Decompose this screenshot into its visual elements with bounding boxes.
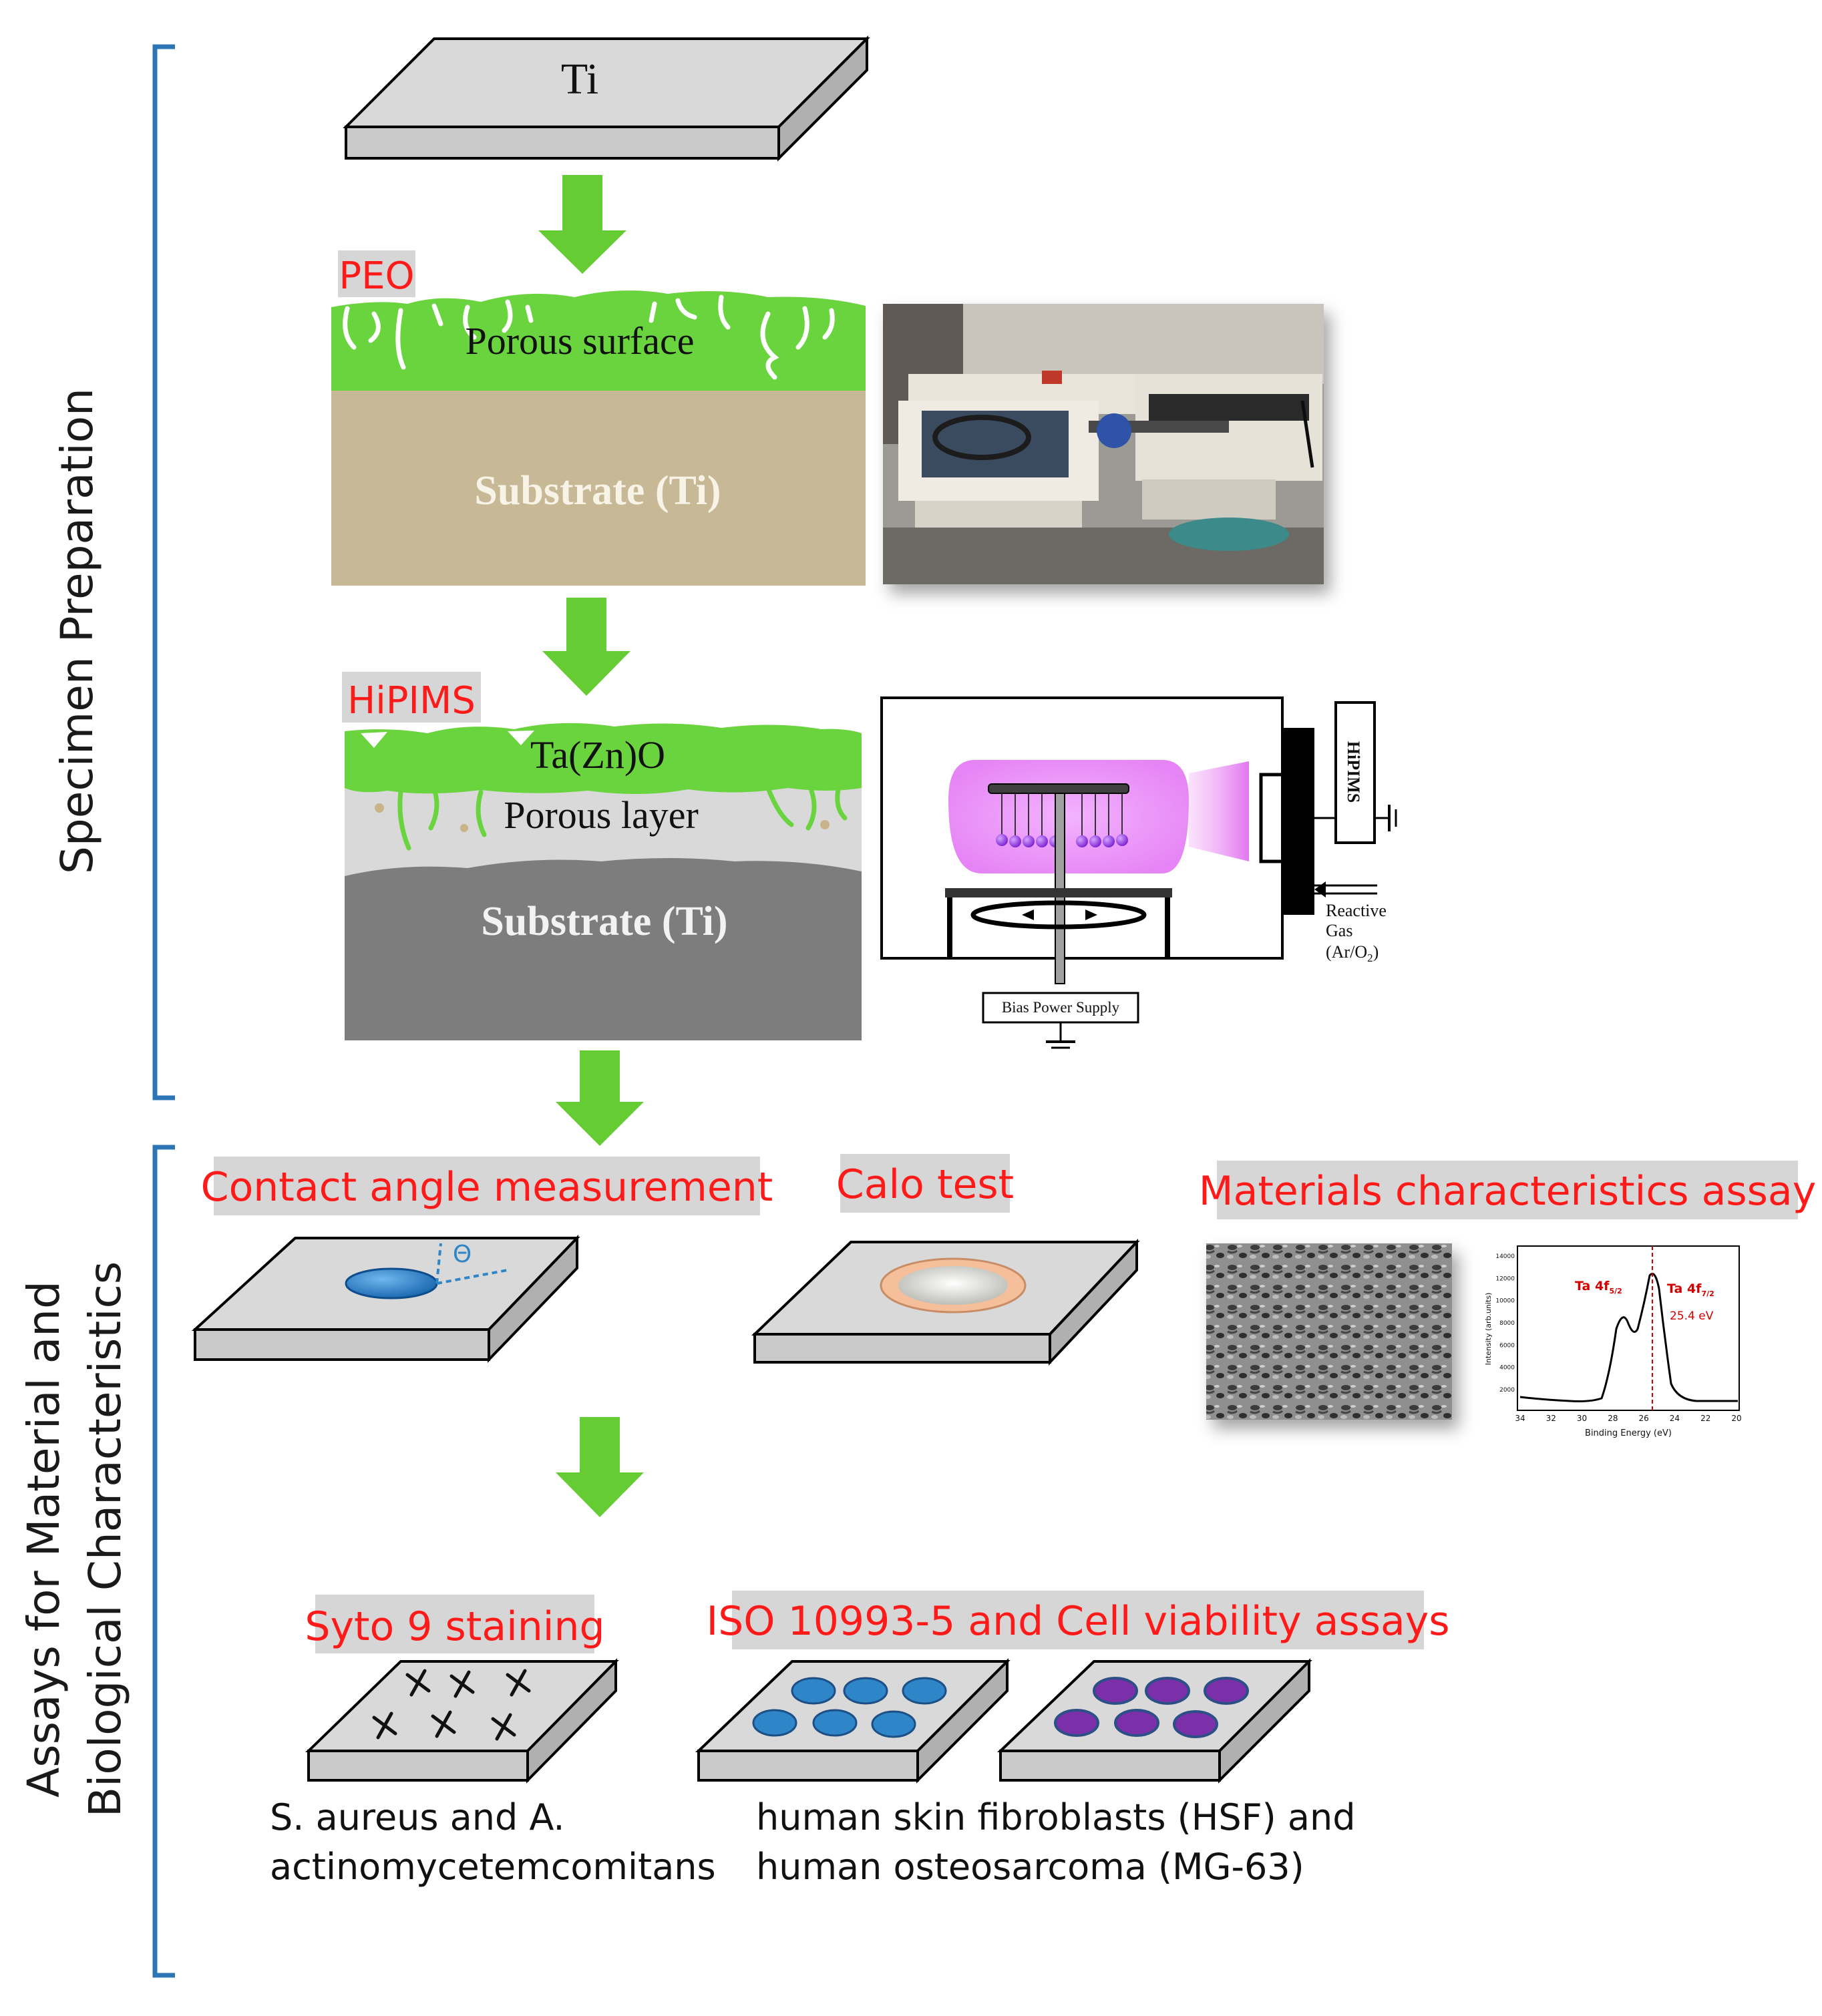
sem-micrograph	[1206, 1243, 1452, 1420]
peo-tag: PEO	[339, 254, 414, 298]
calo-title: Calo test	[836, 1161, 1014, 1208]
iso-caption-line2: human osteosarcoma (MG-63)	[756, 1846, 1304, 1888]
ti-label: Ti	[561, 55, 598, 104]
hipims-tag: HiPIMS	[347, 679, 476, 723]
calo-crater-inner	[898, 1266, 1008, 1305]
xps-x-tick-label: 30	[1577, 1414, 1587, 1423]
xps-ylabel: Intensity (arb.units)	[1484, 1293, 1493, 1366]
arrow-down-1	[538, 175, 626, 274]
syto-plate	[305, 1658, 619, 1784]
xps-y-tick-label: 6000	[1499, 1342, 1515, 1349]
gas-label-line1: Reactive	[1326, 901, 1387, 920]
xps-y-tick-label: 2000	[1499, 1387, 1515, 1394]
specimen-bracket	[152, 44, 175, 1100]
hipims-coating-label: Ta(Zn)O	[530, 733, 665, 777]
syto-title-bg	[315, 1595, 594, 1653]
hipims-substrate-label: Substrate (Ti)	[481, 899, 727, 944]
contact-angle-title-bg	[214, 1157, 760, 1215]
contact-angle-plate: Θ	[191, 1235, 580, 1363]
bias-power-label: Bias Power Supply	[1002, 999, 1120, 1016]
arrow-down-3	[556, 1050, 644, 1146]
xps-y-tick-label: 8000	[1499, 1320, 1515, 1327]
xps-y-tick-label: 4000	[1499, 1365, 1515, 1372]
section-label-assays-line1: Assays for Material and	[18, 1281, 69, 1798]
peo-substrate-label: Substrate (Ti)	[474, 468, 721, 514]
xps-curve	[1519, 1273, 1738, 1402]
contact-angle-symbol: Θ	[453, 1241, 472, 1268]
hipims-porous-label: Porous layer	[504, 793, 699, 837]
peo-porous-label: Porous surface	[465, 319, 694, 363]
water-droplet	[345, 1267, 438, 1299]
hsf-well-plate	[695, 1658, 1011, 1784]
xps-y-tick-label: 10000	[1495, 1298, 1515, 1305]
mg63-well-plate	[997, 1658, 1312, 1784]
xps-y-ticks: 14000 12000 10000 8000 6000 4000 2000	[1495, 1253, 1515, 1394]
xps-y-tick-label: 14000	[1495, 1253, 1515, 1260]
peo-tag-bg	[338, 250, 415, 297]
xps-x-tick-label: 26	[1639, 1414, 1649, 1423]
arrow-down-4	[556, 1417, 644, 1517]
iso-title: ISO 10993-5 and Cell viability assays	[707, 1598, 1450, 1645]
xps-xlabel: Binding Energy (eV)	[1585, 1428, 1672, 1438]
xps-energy-label: 25.4 eV	[1670, 1309, 1714, 1323]
xps-peak1-label: Ta 4f5/2	[1575, 1279, 1622, 1295]
iso-caption-line1: human skin fibroblasts (HSF) and	[756, 1796, 1356, 1838]
assays-bracket	[152, 1145, 175, 1978]
blue-cell-wells	[752, 1677, 947, 1738]
gas-label-line2: Gas	[1326, 921, 1352, 940]
xps-x-tick-label: 34	[1515, 1414, 1525, 1423]
xps-x-tick-label: 20	[1731, 1414, 1741, 1423]
xps-x-tick-label: 28	[1608, 1414, 1618, 1423]
xps-spectrum: 14000 12000 10000 8000 6000 4000 2000 34 32 30 28…	[1484, 1245, 1742, 1438]
peo-apparatus-photo	[883, 304, 1324, 584]
ti-plate: Ti	[343, 35, 870, 162]
xps-x-tick-label: 32	[1546, 1414, 1556, 1423]
hipims-tag-bg	[342, 672, 481, 723]
gas-label-line3: (Ar/O2)	[1326, 942, 1379, 964]
plasma-beam	[1189, 761, 1249, 861]
hipims-apparatus-schematic: HiPIMS Reactive Gas (Ar/O2) Bias Power S…	[880, 696, 1397, 1049]
hipims-source-label: HiPIMS	[1344, 741, 1363, 803]
materials-title-bg	[1217, 1161, 1798, 1219]
xps-peak2-label: Ta 4f7/2	[1667, 1281, 1714, 1298]
xps-x-tick-label: 24	[1670, 1414, 1680, 1423]
contact-angle-title: Contact angle measurement	[201, 1164, 773, 1211]
xps-y-tick-label: 12000	[1495, 1275, 1515, 1282]
purple-cell-wells	[1054, 1677, 1249, 1738]
calo-title-bg	[840, 1154, 1010, 1213]
syto-caption-line2: actinomycetemcomitans	[270, 1846, 716, 1888]
bacteria-cross-marks	[372, 1669, 531, 1741]
iso-title-bg	[732, 1591, 1424, 1649]
materials-title: Materials characteristics assay	[1199, 1168, 1816, 1215]
peo-cross-section: Porous surface Substrate (Ti)	[331, 290, 866, 586]
syto-title: Syto 9 staining	[305, 1603, 604, 1650]
section-label-specimen: Specimen Preparation	[51, 388, 103, 874]
hipims-cross-section: Ta(Zn)O Porous layer Substrate (Ti)	[345, 723, 862, 1040]
arrow-down-2	[542, 598, 630, 696]
calo-plate	[751, 1238, 1140, 1366]
xps-x-ticks: 34 32 30 28 26 24 22 20	[1515, 1414, 1741, 1423]
section-label-assays-line2: Biological Characteristics	[79, 1261, 131, 1817]
syto-caption-line1: S. aureus and A.	[270, 1796, 565, 1838]
xps-x-tick-label: 22	[1700, 1414, 1710, 1423]
plasma-cloud	[948, 760, 1189, 873]
